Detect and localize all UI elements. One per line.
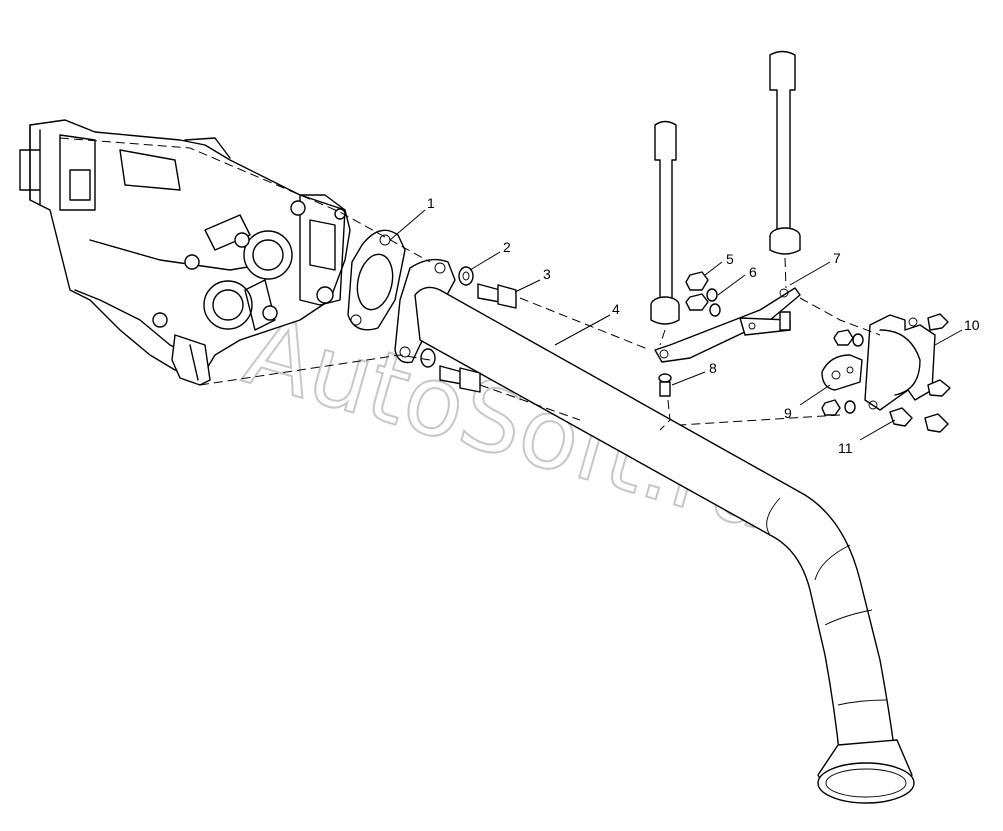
mounting-studs: [650, 50, 801, 325]
bracket: [654, 287, 801, 363]
clamp-assembly: [821, 313, 951, 433]
svg-text:8: 8: [709, 360, 717, 376]
callout-11: 11: [838, 419, 896, 456]
svg-text:1: 1: [427, 195, 435, 211]
bolt-8: [658, 373, 672, 397]
svg-text:2: 2: [503, 239, 511, 255]
callout-9: 9: [784, 384, 831, 421]
washer-bolt-lower: [420, 348, 481, 393]
svg-text:3: 3: [543, 266, 551, 282]
callouts: 1 2 3 4 5 6 7 8: [389, 195, 980, 456]
nuts-washers: [685, 271, 721, 317]
svg-text:9: 9: [784, 405, 792, 421]
washer-bolt-upper: [458, 266, 517, 309]
svg-text:4: 4: [612, 301, 620, 317]
callout-10: 10: [934, 317, 980, 346]
suction-pipe: [394, 258, 915, 804]
callout-1: 1: [389, 195, 435, 241]
callout-4: 4: [554, 301, 620, 346]
callout-5: 5: [704, 251, 734, 276]
svg-text:7: 7: [833, 250, 841, 266]
gasket: [347, 229, 406, 331]
callout-7: 7: [789, 250, 841, 286]
callout-2: 2: [469, 239, 511, 271]
svg-text:11: 11: [838, 440, 853, 456]
callout-8: 8: [671, 360, 717, 386]
svg-text:6: 6: [749, 264, 757, 280]
alignment-lines: [59, 137, 881, 431]
callout-6: 6: [717, 264, 757, 296]
callout-3: 3: [514, 266, 551, 293]
oil-pump-housing: [19, 119, 351, 386]
svg-text:5: 5: [726, 251, 734, 267]
svg-text:10: 10: [964, 317, 980, 333]
